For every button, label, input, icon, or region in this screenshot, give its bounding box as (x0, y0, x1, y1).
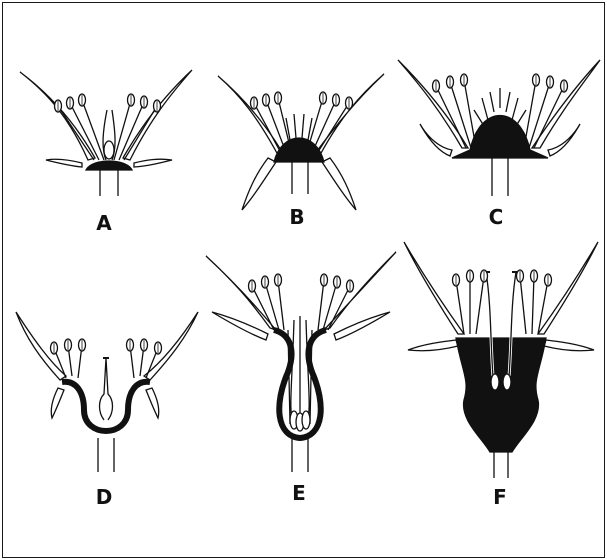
panel-label-e: E (292, 481, 306, 505)
panel-label-d: D (96, 485, 113, 509)
panel-label-a: A (96, 211, 112, 235)
flower-a (20, 70, 192, 196)
flower-c (398, 60, 600, 196)
flower-d (16, 312, 198, 472)
flower-f (404, 242, 598, 478)
panel-label-f: F (493, 485, 507, 509)
panel-label-b: B (289, 205, 304, 229)
panel-label-c: C (489, 205, 504, 229)
flower-b (218, 74, 384, 210)
flower-e (206, 252, 396, 472)
